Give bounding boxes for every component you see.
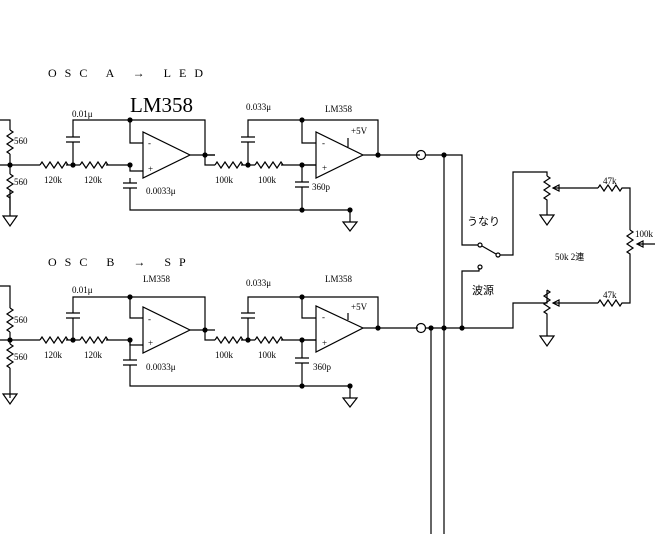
svg-text:+: +	[148, 164, 153, 174]
label-c00033-a: 0.0033μ	[146, 186, 176, 196]
ground-a-right	[341, 221, 359, 232]
resistor-560-b-bottom	[5, 343, 15, 369]
osc-b-circuit: 560 560 120k 120k 0.01μ - + LM358 0.0033…	[0, 274, 418, 408]
resistor-100k-a-2	[254, 160, 284, 170]
label-c360p-a: 360p	[312, 182, 331, 192]
label-c0033-b: 0.033μ	[246, 278, 271, 288]
svg-text:-: -	[148, 138, 151, 148]
resistor-120k-b-1	[39, 335, 69, 345]
switch-label-source: 波源	[472, 283, 494, 297]
resistor-47k-a	[597, 183, 631, 230]
resistor-120k-b-2	[79, 335, 109, 345]
label-560-b-top: 560	[14, 315, 28, 325]
label-120k-a-2: 120k	[84, 175, 103, 185]
output-terminal-a	[415, 149, 427, 161]
resistor-560-b-top	[5, 307, 15, 333]
label-100k-b-1: 100k	[215, 350, 234, 360]
ground-a-left	[1, 215, 19, 228]
potentiometer-b	[542, 289, 552, 336]
svg-text:+: +	[148, 338, 153, 348]
label-c001-b: 0.01μ	[72, 285, 93, 295]
ground-b-left	[1, 393, 19, 406]
vcc-label-b: +5V	[351, 302, 368, 312]
resistor-120k-a-1	[39, 160, 69, 170]
ground-pot-b	[538, 335, 556, 348]
output-terminal-b	[415, 322, 427, 334]
label-100k-right: 100k	[635, 229, 654, 239]
label-47k-a: 47k	[603, 176, 617, 186]
label-120k-b-2: 120k	[84, 350, 103, 360]
ground-pot-a	[538, 214, 556, 227]
opamp-b2	[315, 305, 365, 353]
label-120k-b-1: 120k	[44, 350, 63, 360]
resistor-560-a-top	[5, 129, 15, 155]
label-pot-50k-dual: 50k 2連	[555, 251, 584, 262]
svg-text:-: -	[322, 312, 325, 322]
label-560-a-bottom: 560	[14, 177, 28, 187]
label-c001-a: 0.01μ	[72, 109, 93, 119]
switch-lever	[481, 245, 497, 255]
label-560-a-top: 560	[14, 136, 28, 146]
switch-contact-beat	[477, 242, 483, 248]
chip-label-a2: LM358	[325, 104, 353, 114]
title-osc-b: OSC B → SP	[48, 255, 194, 269]
svg-text:+: +	[322, 163, 327, 173]
resistor-560-a-bottom	[5, 173, 15, 199]
label-100k-a-2: 100k	[258, 175, 277, 185]
label-c360p-b: 360p	[313, 362, 332, 372]
title-osc-a: OSC A → LED	[48, 66, 211, 80]
potentiometer-a	[542, 175, 552, 215]
svg-text:+: +	[322, 338, 327, 348]
potentiometer-100k	[625, 229, 635, 260]
svg-text:-: -	[148, 314, 151, 324]
label-c00033-b: 0.0033μ	[146, 362, 176, 372]
resistor-100k-a-1	[214, 160, 244, 170]
resistor-47k-b	[597, 260, 631, 308]
svg-text:-: -	[322, 138, 325, 148]
label-120k-a-1: 120k	[44, 175, 63, 185]
label-100k-b-2: 100k	[258, 350, 277, 360]
switch-common	[495, 252, 501, 258]
chip-label-a1: LM358	[130, 93, 193, 117]
resistor-100k-b-2	[254, 335, 284, 345]
label-100k-a-1: 100k	[215, 175, 234, 185]
opamp-b1	[142, 306, 192, 354]
switch-contact-source	[477, 264, 483, 270]
resistor-100k-b-1	[214, 335, 244, 345]
opamp-a2	[315, 131, 365, 179]
resistor-120k-a-2	[79, 160, 109, 170]
label-47k-b: 47k	[603, 290, 617, 300]
ground-b-right	[341, 397, 359, 408]
chip-label-b1: LM358	[143, 274, 171, 284]
switch-label-beat: うなり	[467, 215, 500, 228]
label-560-b-bottom: 560	[14, 352, 28, 362]
opamp-a1	[142, 131, 192, 179]
output-section: うなり 波源 47k 47k 100k 50k 2連	[415, 149, 655, 534]
chip-label-b2: LM358	[325, 274, 353, 284]
label-c0033-a: 0.033μ	[246, 102, 271, 112]
osc-a-circuit: 560 560 120k 120k 0.01μ - + LM358 0.0033…	[0, 93, 420, 232]
vcc-label-a: +5V	[351, 126, 368, 136]
